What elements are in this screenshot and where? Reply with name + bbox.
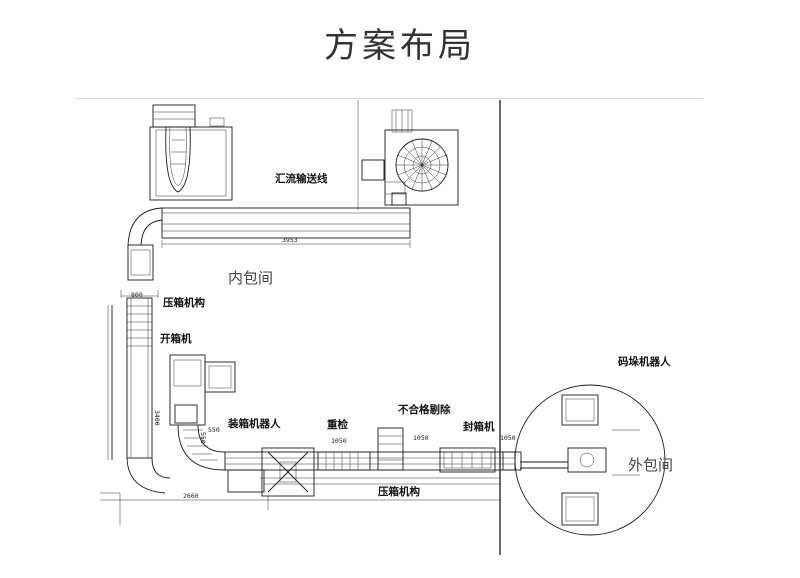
label-check-weigher: 重检 xyxy=(327,418,348,431)
merge-conveyor xyxy=(127,207,411,281)
reject-station xyxy=(377,427,404,471)
dim-2660: 2660 xyxy=(183,492,199,500)
label-palletizer-robot: 码垛机器人 xyxy=(618,355,671,368)
dim-1050-c: 1050 xyxy=(500,434,516,442)
top-right-filling-machine xyxy=(361,109,459,206)
check-weigher xyxy=(317,451,371,471)
palletizer-cell xyxy=(514,384,666,536)
dim-550-a: 550 xyxy=(208,426,220,434)
dim-1050-a: 1050 xyxy=(331,437,347,445)
left-vertical-conveyor xyxy=(107,290,171,494)
building-walls xyxy=(100,100,501,555)
case-packer-robot xyxy=(261,447,315,510)
case-opener-machine xyxy=(169,354,236,471)
label-merge-conveyor: 汇流输送线 xyxy=(275,172,328,185)
dim-1050-b: 1050 xyxy=(413,434,429,442)
label-case-sealer: 封箱机 xyxy=(463,420,495,433)
dim-800: 800 xyxy=(131,291,143,299)
label-reject: 不合格剔除 xyxy=(398,403,451,416)
label-case-opener: 开箱机 xyxy=(160,332,192,345)
case-sealer xyxy=(439,447,522,473)
top-left-machine xyxy=(149,104,233,201)
title-divider xyxy=(75,98,703,99)
page-title: 方案布局 xyxy=(324,26,476,66)
label-case-packer-robot: 装箱机器人 xyxy=(227,417,281,430)
label-outer-room: 外包间 xyxy=(628,456,673,474)
label-box-press-bottom: 压箱机构 xyxy=(378,485,420,498)
label-box-press-top: 压箱机构 xyxy=(163,296,205,309)
dim-550-b: 550 xyxy=(199,432,207,444)
dim-3953: 3953 xyxy=(282,236,298,244)
label-inner-room: 内包间 xyxy=(228,269,273,287)
dim-3400: 3400 xyxy=(153,410,161,426)
